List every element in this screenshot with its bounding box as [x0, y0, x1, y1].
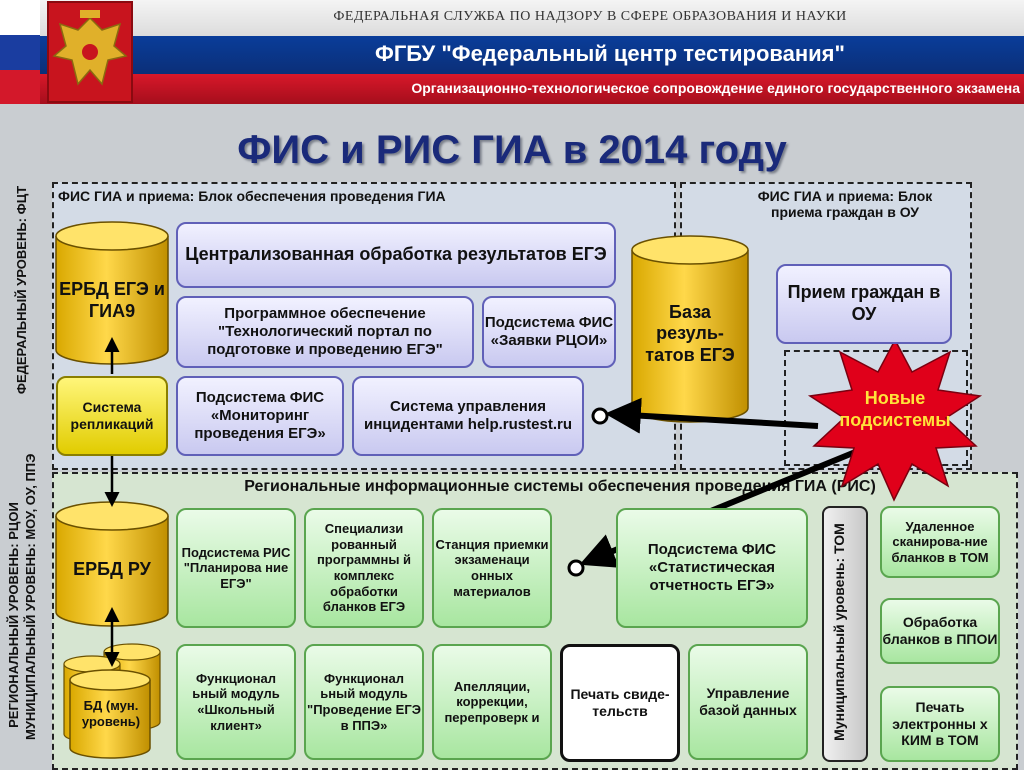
- planning-subsystem-box[interactable]: Подсистема РИС "Планирова ние ЕГЭ": [176, 508, 296, 628]
- new-subsystems-starburst-icon: [807, 338, 983, 502]
- print-certificates-box[interactable]: Печать свиде-тельств: [560, 644, 680, 762]
- federal-gia-block-label: ФИС ГИА и приема: Блок обеспечения прове…: [58, 188, 446, 204]
- org-name: ФГБУ "Федеральный центр тестирования": [375, 41, 845, 66]
- appeals-box[interactable]: Апелляции, коррекции, перепроверк и: [432, 644, 552, 760]
- pointer-dot-incidents: [591, 407, 609, 425]
- header-blue-bar: [0, 36, 1024, 74]
- replication-system-box[interactable]: Система репликаций: [56, 376, 168, 456]
- results-db-label: База резуль-татов ЕГЭ: [645, 301, 735, 365]
- arrow-new-to-incidents: [604, 397, 819, 434]
- agency-name: ФЕДЕРАЛЬНАЯ СЛУЖБА ПО НАДЗОРУ В СФЕРЕ ОБ…: [333, 9, 847, 24]
- portal-software-box[interactable]: Программное обеспечение "Технологический…: [176, 296, 474, 368]
- federal-priem-block-label: ФИС ГИА и приема: Блок приема граждан в …: [757, 188, 933, 220]
- special-software-box[interactable]: Специализи рованный программны й комплек…: [304, 508, 424, 628]
- page-title: ФИС и РИС ГИА в 2014 году: [237, 128, 787, 172]
- monitoring-subsystem-box[interactable]: Подсистема ФИС «Мониторинг проведения ЕГ…: [176, 376, 344, 456]
- incidents-system-box[interactable]: Система управления инцидентами help.rust…: [352, 376, 584, 456]
- ppe-module-box[interactable]: Функционал ьный модуль "Проведение ЕГЭ в…: [304, 644, 424, 760]
- russian-flag-icon: [0, 0, 40, 104]
- remote-scan-box[interactable]: Удаленное сканирова-ние бланков в ТОМ: [880, 506, 1000, 578]
- header-red-bar: [0, 74, 1024, 104]
- erbd-ege-label: ЕРБД ЕГЭ и ГИА9: [59, 279, 165, 321]
- results-db-cylinder-icon: [631, 235, 749, 423]
- pointer-dot-stat: [567, 559, 585, 577]
- stat-subsystem-box[interactable]: Подсистема ФИС «Статистическая отчетност…: [616, 508, 808, 628]
- regional-block-label: Региональные информационные системы обес…: [244, 478, 876, 495]
- db-management-box[interactable]: Управление базой данных: [688, 644, 808, 760]
- central-processing-box[interactable]: Централизованная обработка результатов Е…: [176, 222, 616, 288]
- new-subsystems-label: Новые подсистемы: [839, 388, 951, 430]
- priem-box[interactable]: Прием граждан в ОУ: [776, 264, 952, 344]
- erbd-ru-label: ЕРБД РУ: [73, 559, 151, 580]
- school-client-box[interactable]: Функционал ьный модуль «Школьный клиент»: [176, 644, 296, 760]
- print-kim-box[interactable]: Печать электронны х КИМ в ТОМ: [880, 686, 1000, 762]
- ppoi-box[interactable]: Обработка бланков в ППОИ: [880, 598, 1000, 664]
- header-top-bar: [0, 0, 1024, 36]
- bd-municipal-label: БД (мун. уровень): [81, 698, 141, 729]
- header-subtitle: Организационно-технологическое сопровожд…: [411, 80, 1020, 96]
- municipal-level-bar-label: Муниципальный уровень: ТОМ: [831, 523, 847, 741]
- municipal-level-bar: [822, 506, 868, 762]
- zayavki-subsystem-box[interactable]: Подсистема ФИС «Заявки РЦОИ»: [482, 296, 616, 368]
- station-box[interactable]: Станция приемки экзаменаци онных материа…: [432, 508, 552, 628]
- coat-of-arms-icon: [47, 1, 133, 103]
